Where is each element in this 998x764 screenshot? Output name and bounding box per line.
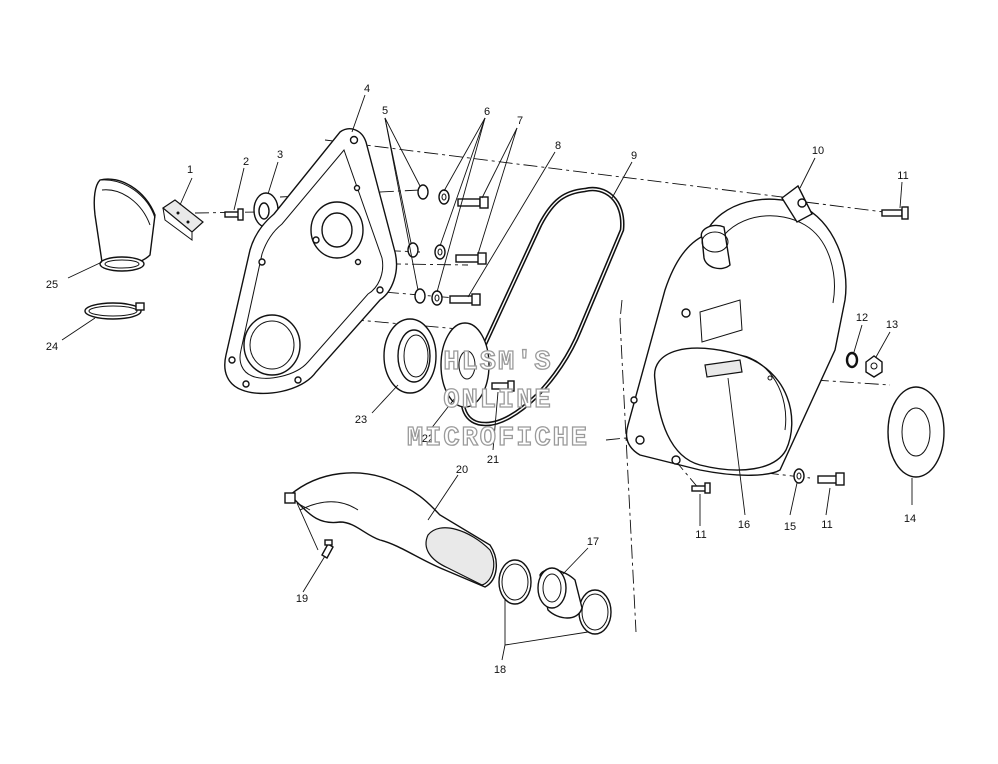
callout-11-left: 11 [695,529,706,541]
callout-numbers: 1 2 3 4 5 6 7 8 9 10 11 11 11 12 13 14 1… [46,83,916,676]
part-7-bolts [449,196,489,306]
callout-20: 20 [456,464,468,476]
part-10-outer-cover [625,184,847,476]
watermark-line-2: ONLINE [443,386,552,416]
callout-18: 18 [494,664,506,676]
part-25-elbow-duct [93,178,156,272]
callout-4: 4 [364,83,370,95]
callout-16: 16 [738,519,750,531]
callout-3: 3 [277,149,283,161]
callout-19: 19 [296,593,308,605]
callout-8: 8 [555,140,561,152]
part-21-bolt [491,380,515,392]
callout-7: 7 [517,115,523,127]
part-5-washers [407,184,429,304]
part-9-drive-belt [460,186,625,427]
callout-1: 1 [187,164,193,176]
part-20-intake-duct [284,472,497,588]
callout-23: 23 [355,414,367,426]
callout-10: 10 [812,145,824,157]
callout-2: 2 [243,156,249,168]
callout-17: 17 [587,536,599,548]
part-18-clamps [498,559,612,635]
callout-22: 22 [422,433,434,445]
callout-24: 24 [46,341,58,353]
callout-9: 9 [631,150,637,162]
part-14-gasket [887,386,945,478]
part-15-washer [793,468,805,484]
callout-21: 21 [487,454,499,466]
leader-lines [61,94,913,661]
callout-11-top: 11 [897,170,908,182]
part-13-plug [865,355,883,378]
callout-13: 13 [886,319,898,331]
part-12-o-ring [845,351,859,369]
watermark: HLSM'S ONLINE MICROFICHE [406,347,589,454]
part-24-hose-clamp [84,302,145,320]
callout-5: 5 [382,105,388,117]
callout-15: 15 [784,521,796,533]
part-4-inner-cover [224,128,398,395]
part-6-washers [431,189,450,306]
part-19-screw [321,539,334,559]
part-17-boot [537,567,583,619]
callout-14: 14 [904,513,916,525]
part-22-pulley [440,322,490,408]
callout-6: 6 [484,106,490,118]
part-23-seal [383,318,437,394]
part-2-screw [224,208,244,221]
callout-11-right: 11 [821,519,832,531]
callout-12: 12 [856,312,868,324]
watermark-line-1: HLSM'S [443,348,552,378]
part-16-decal [699,299,743,378]
part-11-screws [691,206,909,494]
part-1-bracket [161,199,204,241]
watermark-line-3: MICROFICHE [407,424,589,454]
callout-25: 25 [46,279,58,291]
